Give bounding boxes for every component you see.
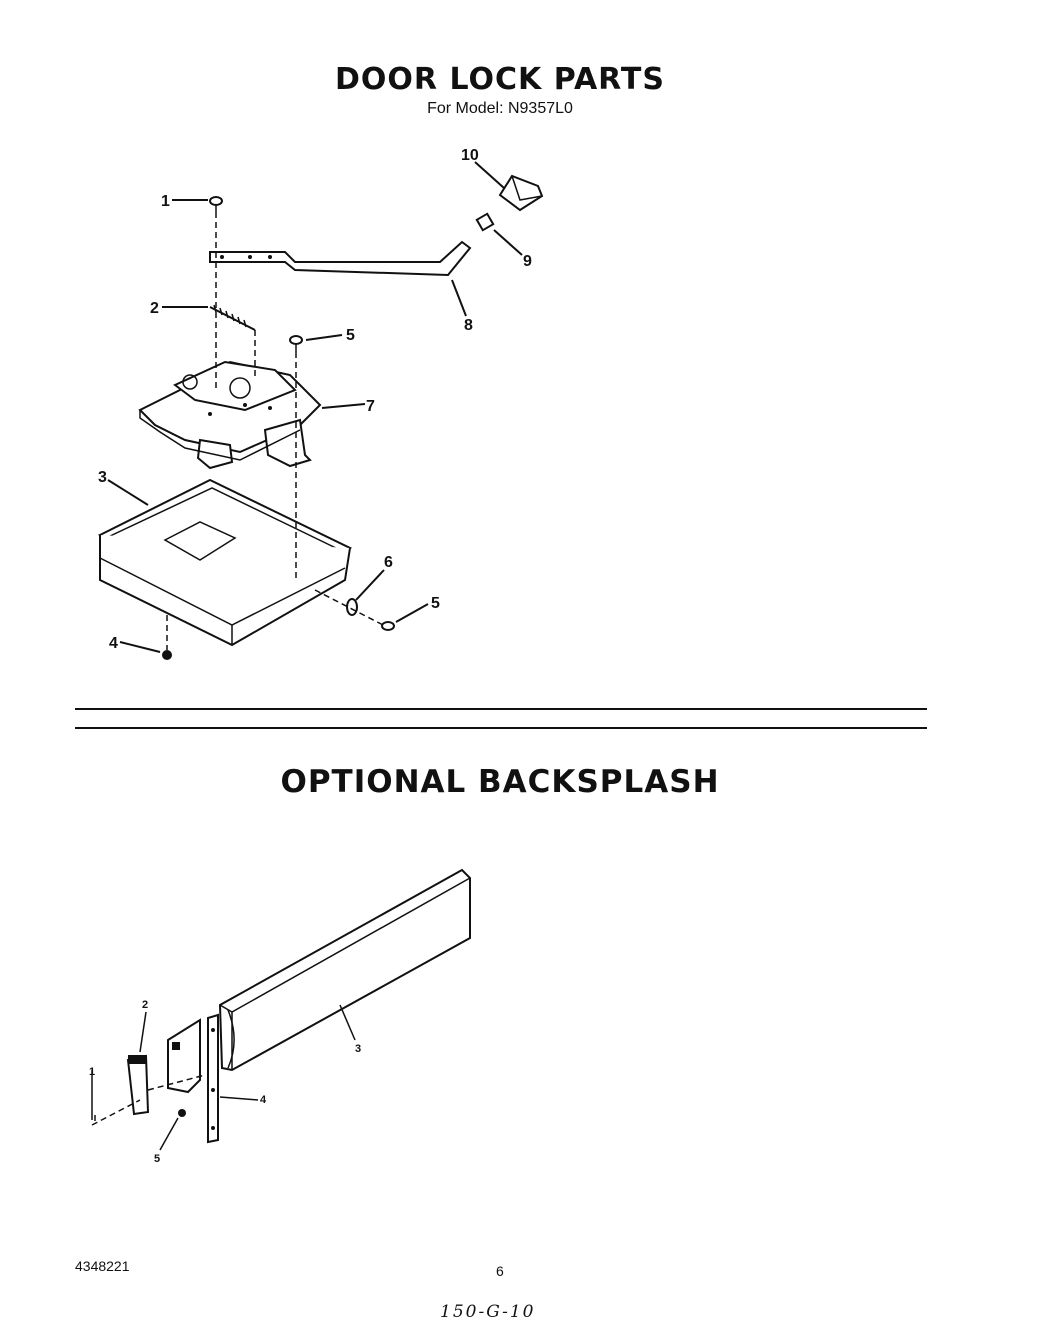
part-2-spring [209, 304, 256, 331]
callout-3: 3 [98, 469, 107, 486]
model-subtitle: For Model: N9357L0 [427, 100, 573, 117]
callout-5-upper: 5 [346, 327, 355, 344]
backsplash-callout-2: 2 [142, 999, 148, 1011]
backsplash-callout-1: 1 [89, 1066, 95, 1078]
callout-9: 9 [523, 253, 532, 270]
callout-7: 7 [366, 398, 375, 415]
part-6-washer [346, 598, 358, 616]
callout-6: 6 [384, 554, 393, 571]
part-3-housing [97, 478, 353, 647]
backsplash-screw [178, 1109, 186, 1117]
part-5-screw-lower [381, 621, 395, 631]
backsplash-bracket [207, 1013, 219, 1144]
callout-8: 8 [464, 317, 473, 334]
part-4-nut [162, 650, 172, 660]
backsplash-callout-4: 4 [260, 1094, 267, 1106]
part-9-connector [475, 212, 495, 232]
document-number: 4348221 [75, 1258, 130, 1274]
divider-top [75, 708, 927, 710]
callout-5-lower: 5 [431, 595, 440, 612]
part-5-screw-upper [289, 335, 303, 352]
part-10-knob [498, 174, 544, 212]
part-7-lock-assembly [138, 360, 322, 470]
door-lock-title: DOOR LOCK PARTS [335, 62, 665, 97]
callout-1: 1 [161, 193, 170, 210]
divider-bottom [75, 727, 927, 729]
callout-2: 2 [150, 300, 159, 317]
backsplash-callout-5: 5 [154, 1153, 160, 1165]
backsplash-panel [218, 868, 471, 1072]
part-1-screw [209, 196, 223, 212]
callout-4: 4 [109, 635, 118, 652]
backsplash-callout-3: 3 [355, 1043, 361, 1055]
handwritten-note: 150-G-10 [440, 1302, 536, 1322]
backsplash-title: OPTIONAL BACKSPLASH [280, 764, 720, 800]
callout-10: 10 [461, 147, 479, 164]
part-8-lever [209, 240, 472, 277]
page-number: 6 [496, 1263, 504, 1279]
backsplash-clip [126, 1054, 150, 1116]
backsplash-end-cap [167, 1018, 201, 1094]
